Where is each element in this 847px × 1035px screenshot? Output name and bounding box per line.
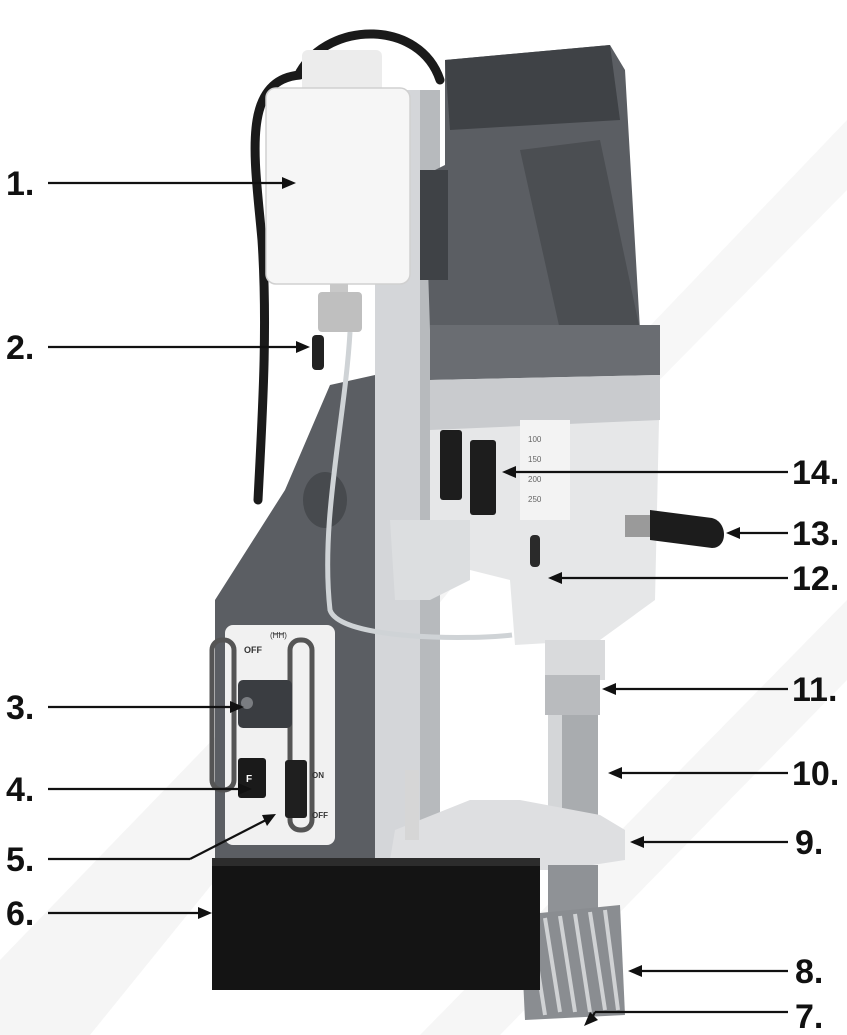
magnet-switch[interactable] <box>238 680 292 728</box>
magnetic-base <box>212 858 540 990</box>
magnetic-base-top <box>212 858 540 866</box>
callout-2: 2. <box>6 329 34 367</box>
frame-boss <box>303 472 347 528</box>
motor-off-label: OFF <box>312 811 328 820</box>
callout-7: 7. <box>795 998 823 1035</box>
callout-1: 1. <box>6 165 34 203</box>
callout-4: 4. <box>6 771 34 809</box>
callout-8: 8. <box>795 953 823 991</box>
coolant-tank <box>265 50 411 304</box>
coolant-hose <box>250 70 305 505</box>
direction-switch-label: F <box>246 774 252 785</box>
scale-mark: 150 <box>528 455 542 464</box>
feed-handle <box>625 510 724 548</box>
control-panel: OFF (ĦĦ) F ON OFF <box>209 625 335 845</box>
guide-post <box>405 770 419 840</box>
callout-6: 6. <box>6 895 34 933</box>
depth-slot <box>530 535 540 567</box>
annular-cutter <box>520 865 625 1020</box>
callout-11: 11. <box>792 671 837 709</box>
callout-9: 9. <box>795 824 823 862</box>
speed-scale: 100 150 200 250 <box>528 435 542 504</box>
coolant-valve <box>312 292 513 640</box>
panel-off-top: OFF <box>244 645 262 655</box>
motor-switch[interactable] <box>285 760 307 818</box>
callout-12: 12. <box>792 560 839 598</box>
gear-selector <box>440 430 496 515</box>
callout-5: 5. <box>6 841 34 879</box>
callout-leaders <box>48 177 788 1026</box>
callout-labels: 1. 2. 3. 4. 5. 6. 7. 8. 9. 10. 11. 12. 1… <box>6 165 839 1035</box>
spindle <box>545 640 605 825</box>
motor-on-label: ON <box>312 771 324 780</box>
motor-housing <box>420 45 660 385</box>
callout-10: 10. <box>792 755 839 793</box>
scale-mark: 100 <box>528 435 542 444</box>
panel-symbol: (ĦĦ) <box>270 631 287 640</box>
callout-13: 13. <box>792 515 839 553</box>
scale-mark: 250 <box>528 495 542 504</box>
scale-mark: 200 <box>528 475 542 484</box>
callout-14: 14. <box>792 454 839 492</box>
callout-3: 3. <box>6 689 34 727</box>
